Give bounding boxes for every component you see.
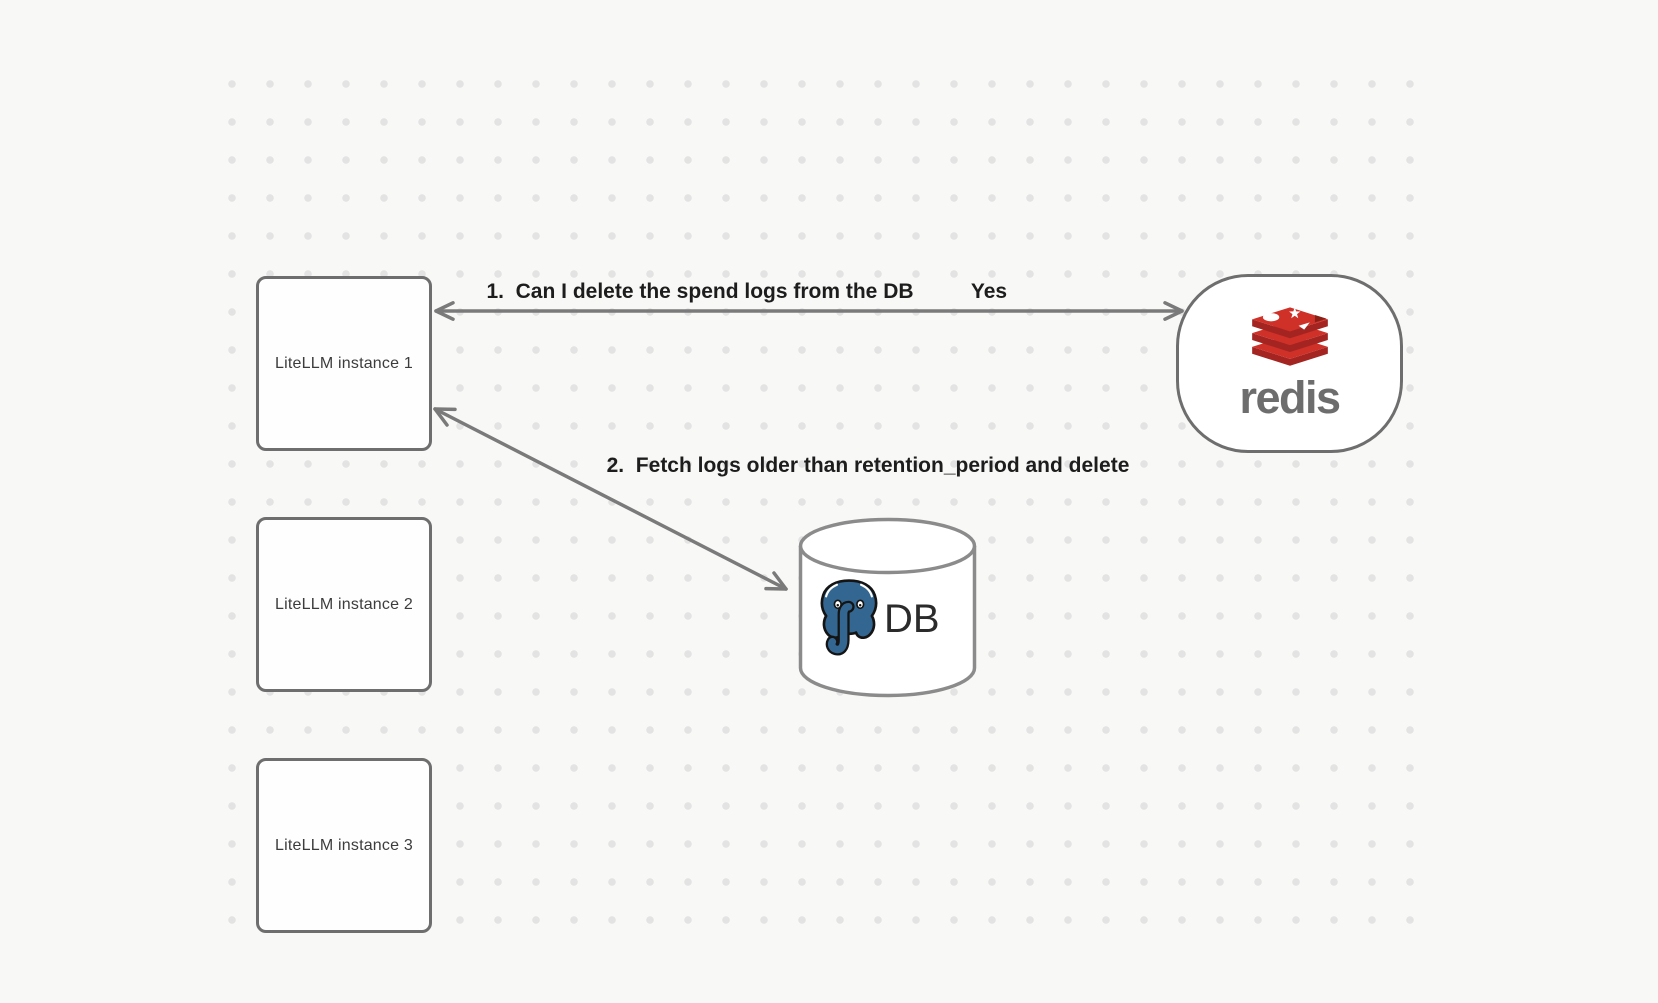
edge-label-can-i-delete: 1. Can I delete the spend logs from the … — [486, 280, 914, 303]
db-label: DB — [884, 597, 940, 641]
postgresql-elephant-icon — [820, 579, 878, 656]
node-label: LiteLLM instance 2 — [275, 595, 413, 613]
node-litellm-instance-2: LiteLLM instance 2 — [256, 517, 432, 692]
node-label: LiteLLM instance 3 — [275, 836, 413, 854]
node-label: LiteLLM instance 1 — [275, 354, 413, 372]
node-litellm-instance-3: LiteLLM instance 3 — [256, 758, 432, 933]
node-litellm-instance-1: LiteLLM instance 1 — [256, 276, 432, 451]
node-redis: redis — [1176, 274, 1403, 453]
edge-label-fetch-logs: 2. Fetch logs older than retention_perio… — [606, 454, 1130, 477]
redis-wordmark: redis — [1239, 372, 1341, 423]
redis-logo-icon — [1251, 307, 1328, 366]
edge-answer-yes: Yes — [970, 280, 1008, 303]
